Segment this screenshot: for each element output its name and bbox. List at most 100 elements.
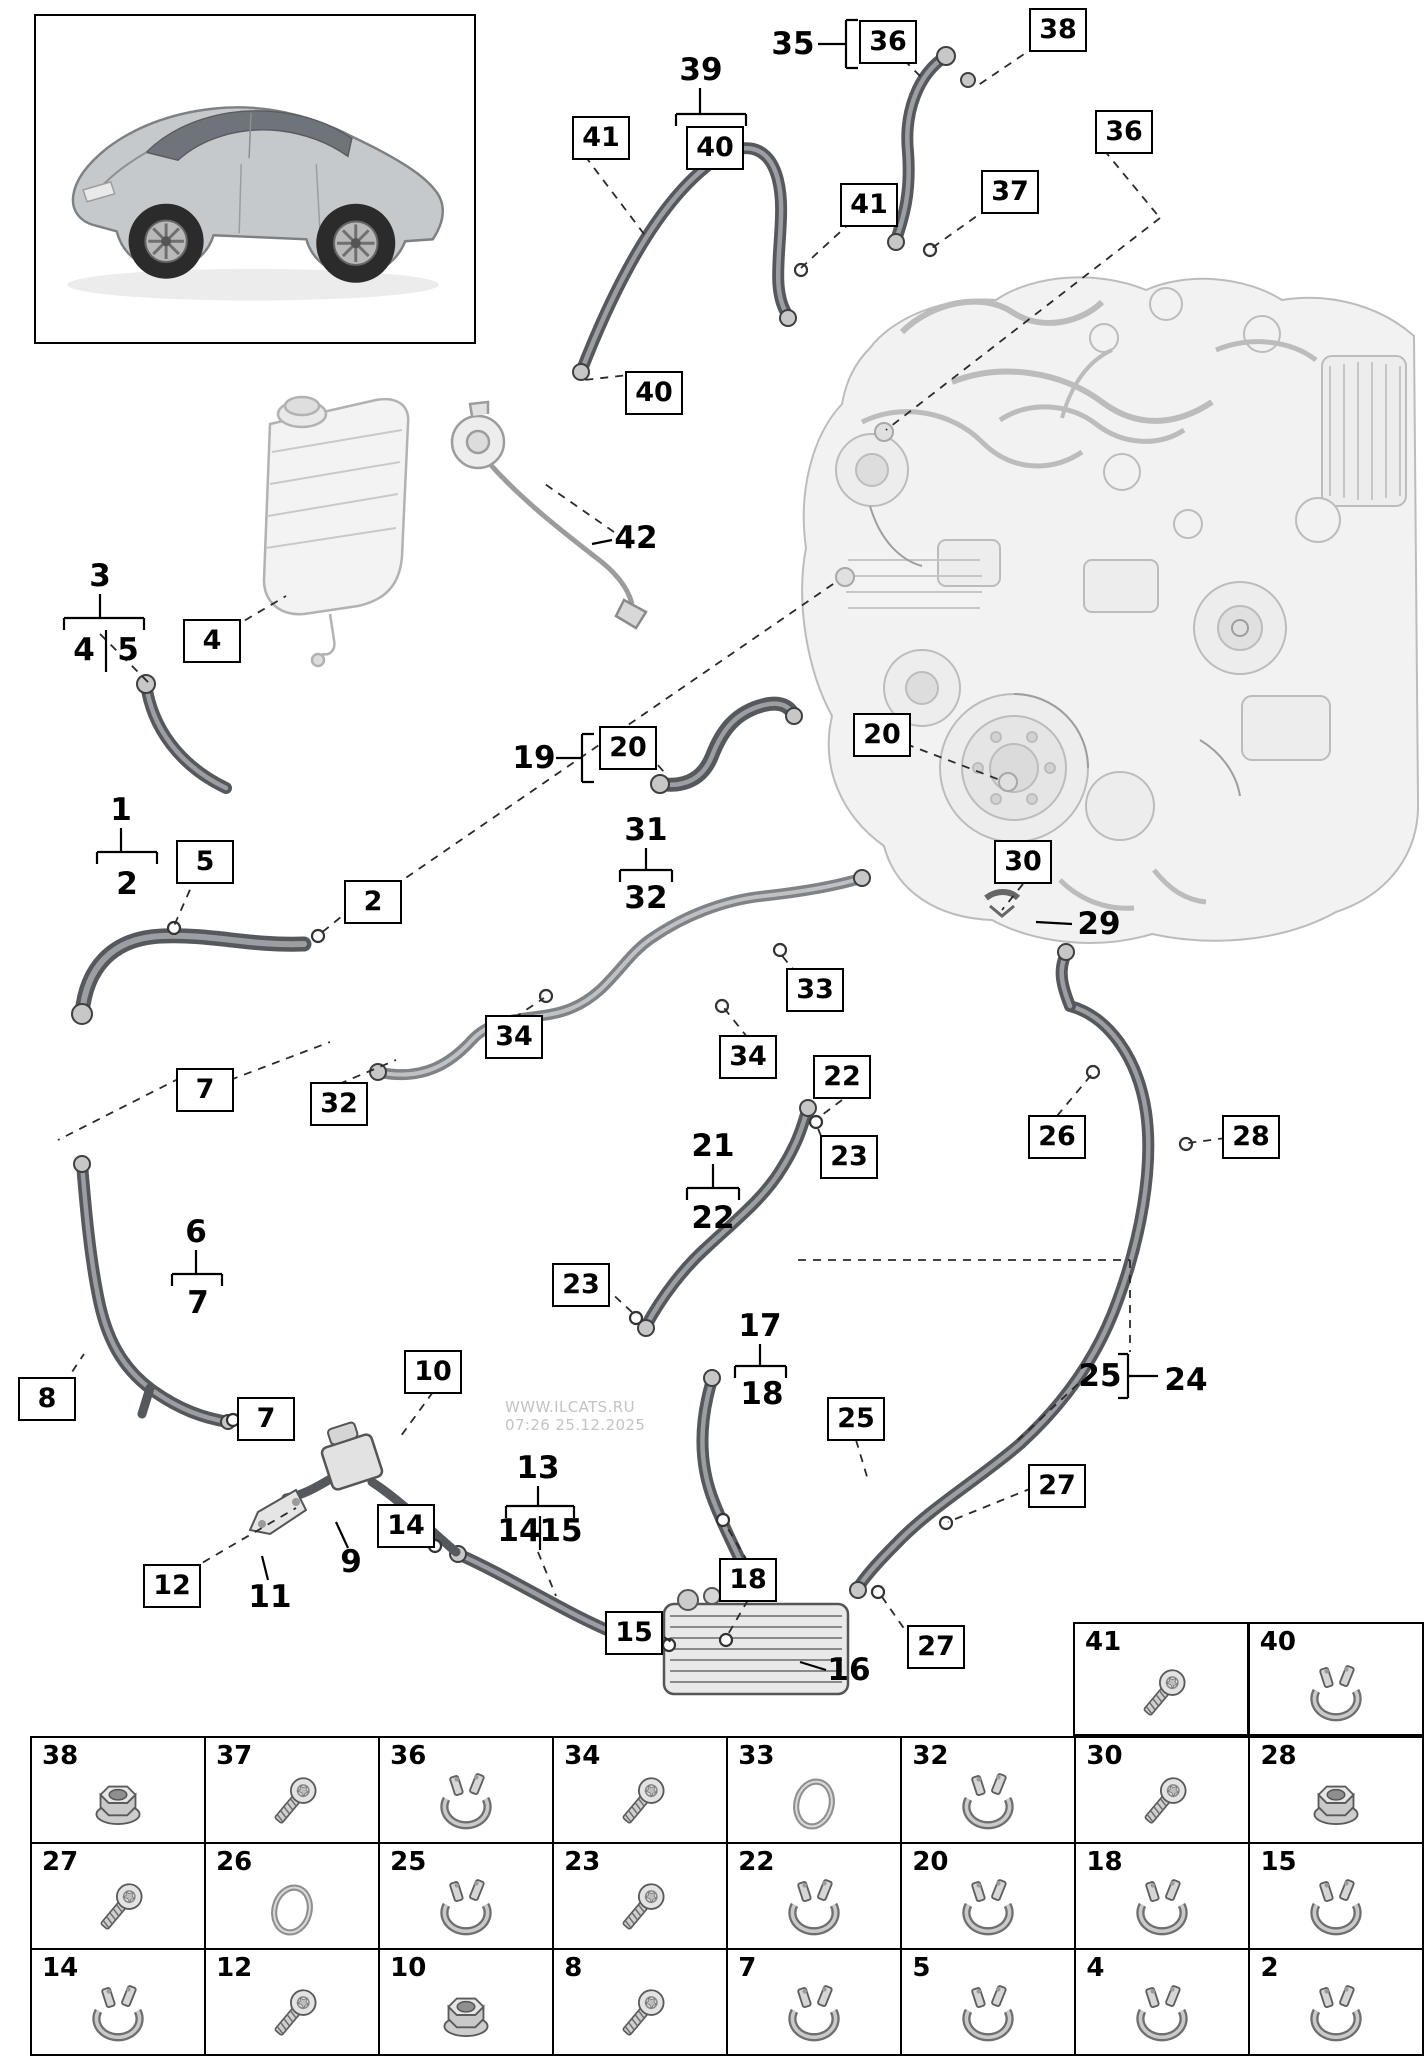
callout-label-2: 2 [116,866,138,902]
part-number: 41 [1085,1627,1122,1657]
callout-label-11: 11 [248,1579,292,1615]
callout-label-31: 31 [624,812,668,848]
part-cell-8: 8 [554,1950,726,2054]
clamp-icon [82,1980,154,2052]
callout-box-12: 12 [143,1564,201,1608]
part-number: 7 [738,1953,757,1984]
clamp-icon [430,1768,502,1840]
part-cell-38: 38 [32,1738,204,1842]
label-brackets [62,18,1158,1672]
part-number: 32 [912,1741,949,1771]
clamp-icon [1126,1980,1198,2052]
clamp-icon [952,1768,1024,1840]
callout-box-34: 34 [485,1015,543,1059]
callout-label-15: 15 [539,1513,583,1549]
callout-box-28: 28 [1222,1115,1280,1159]
callout-box-20: 20 [599,726,657,770]
callout-box-40: 40 [625,371,683,415]
callout-label-13: 13 [516,1450,560,1486]
o-ring-icon [256,1874,328,1946]
part-number: 5 [912,1953,931,1984]
callout-box-36: 36 [1095,110,1153,154]
part-number: 14 [42,1953,79,1984]
callout-label-39: 39 [679,52,723,88]
vehicle-thumbnail [34,14,476,344]
callout-box-23: 23 [820,1135,878,1179]
engine-illustration [801,276,1420,944]
part-number: 26 [216,1847,253,1878]
callout-box-40: 40 [686,126,744,170]
o-ring-icon [778,1768,850,1840]
part-number: 23 [564,1847,601,1878]
callout-box-25: 25 [827,1397,885,1441]
part-number: 12 [216,1953,253,1984]
part-cell-33: 33 [728,1738,900,1842]
callout-box-10: 10 [404,1350,462,1394]
callout-label-1: 1 [110,792,132,828]
part-cell-30: 30 [1076,1738,1248,1842]
part-cell-10: 10 [380,1950,552,2054]
callout-label-29: 29 [1077,906,1121,942]
clamp-icon [1300,1874,1372,1946]
nut-icon [430,1980,502,2052]
parts-grid-top-row: 41 40 [1073,1622,1424,1736]
callout-box-4: 4 [183,619,241,663]
callout-label-9: 9 [340,1544,362,1580]
part-number: 38 [42,1741,79,1771]
callout-box-36: 36 [859,20,917,64]
part-cell-34: 34 [554,1738,726,1842]
screw-icon [256,1980,328,2052]
callout-box-33: 33 [786,968,844,1012]
callout-label-21: 21 [691,1128,735,1164]
part-cell-27: 27 [32,1844,204,1948]
part-cell-23: 23 [554,1844,726,1948]
callout-label-42: 42 [614,520,658,556]
part-cell-5: 5 [902,1950,1074,2054]
part-number: 2 [1260,1953,1279,1984]
part-number: 18 [1086,1847,1123,1878]
callout-label-24: 24 [1164,1362,1208,1398]
callout-label-4: 4 [73,632,95,668]
callout-box-41: 41 [840,183,898,227]
callout-box-7: 7 [176,1068,234,1112]
clamp-icon [1300,1980,1372,2052]
callout-box-41: 41 [572,116,630,160]
part-cell-22: 22 [728,1844,900,1948]
callout-label-18: 18 [740,1376,784,1412]
nut-icon [1300,1768,1372,1840]
callout-box-15: 15 [605,1611,663,1655]
callout-box-22: 22 [813,1055,871,1099]
part-cell-12: 12 [206,1950,378,2054]
screw-icon [604,1980,676,2052]
callout-box-34: 34 [719,1035,777,1079]
part-cell-7: 7 [728,1950,900,2054]
part-cell-14: 14 [32,1950,204,2054]
part-cell-20: 20 [902,1844,1074,1948]
part-cell-40: 40 [1249,1624,1422,1734]
screw-icon [82,1874,154,1946]
part-cell-18: 18 [1076,1844,1248,1948]
clamp-icon [952,1874,1024,1946]
part-cell-28: 28 [1250,1738,1422,1842]
part-number: 15 [1260,1847,1297,1878]
part-number: 36 [390,1741,427,1771]
car-illustration [67,106,444,301]
callout-box-7: 7 [237,1397,295,1441]
part-number: 28 [1260,1741,1297,1771]
callout-box-27: 27 [1028,1464,1086,1508]
part-cell-37: 37 [206,1738,378,1842]
callout-box-37: 37 [981,170,1039,214]
part-cell-36: 36 [380,1738,552,1842]
part-number: 40 [1259,1627,1296,1657]
watermark-site: WWW.ILCATS.RU [505,1398,635,1416]
clamp-icon [952,1980,1024,2052]
part-number: 25 [390,1847,427,1878]
callout-label-5: 5 [117,632,139,668]
part-cell-26: 26 [206,1844,378,1948]
callout-label-22: 22 [691,1200,735,1236]
clamp-points [166,242,1194,1653]
expansion-tank [262,395,410,668]
screw-icon [604,1768,676,1840]
